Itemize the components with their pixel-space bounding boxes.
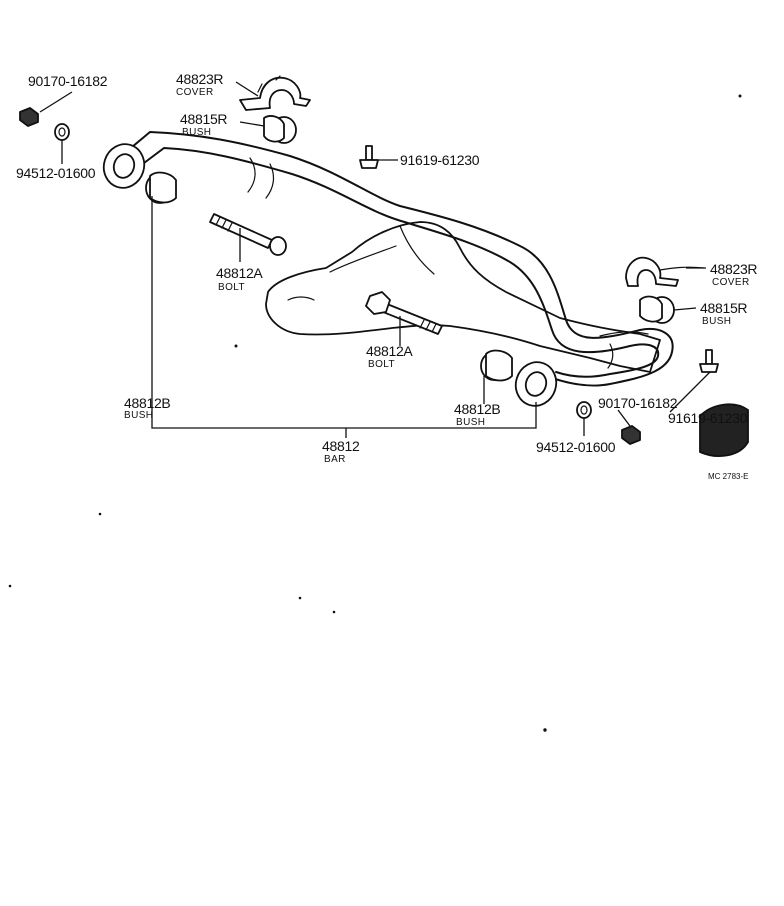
bolt-a-left-name: BOLT xyxy=(218,282,245,293)
cover-right-name: COVER xyxy=(712,277,750,288)
bush-top-part-number: 48815R xyxy=(180,111,227,127)
washer-left-part-number: 94512-01600 xyxy=(16,165,96,181)
cover-48823r-top xyxy=(239,75,311,111)
mounting-bracket-right xyxy=(699,403,749,457)
washer-94512-01600-left xyxy=(54,123,70,141)
cover-top-part-number: 48823R xyxy=(176,71,223,87)
diagram-code: MC 2783-E xyxy=(708,472,748,481)
washer-right-part-number: 94512-01600 xyxy=(536,439,616,455)
cover-48823r-right xyxy=(625,256,705,287)
cover-top-name: COVER xyxy=(176,87,214,98)
bush-b-left-part-number: 48812B xyxy=(124,395,170,411)
bolt-91619-61230-top xyxy=(359,145,379,169)
bush-48815r-top xyxy=(263,115,297,144)
bar-name: BAR xyxy=(324,454,346,465)
bolt-right-part-number: 91619-61230 xyxy=(668,410,748,426)
bush-right-name: BUSH xyxy=(702,316,731,327)
bolt-a-left-part-number: 48812A xyxy=(216,265,263,281)
bolt-48812a-left xyxy=(209,213,287,256)
bolt-top-part-number: 91619-61230 xyxy=(400,152,480,168)
nut-left-part-number: 90170-16182 xyxy=(28,73,108,89)
bush-48812b-left xyxy=(145,171,177,204)
nut-90170-16182-right xyxy=(621,425,641,445)
bar-part-number: 48812 xyxy=(322,438,360,454)
axle-housing xyxy=(265,221,661,373)
bolt-48812a-middle xyxy=(365,291,443,335)
washer-94512-01600-right xyxy=(576,401,592,419)
bolt-a-middle-name: BOLT xyxy=(368,359,395,370)
scan-specks xyxy=(8,94,742,732)
bush-top-name: BUSH xyxy=(182,127,211,138)
bush-right-part-number: 48815R xyxy=(700,300,747,316)
nut-right-part-number: 90170-16182 xyxy=(598,395,678,411)
bolt-a-middle-part-number: 48812A xyxy=(366,343,413,359)
bush-48812b-right xyxy=(480,349,513,382)
bush-b-right-name: BUSH xyxy=(456,417,485,428)
cover-right-part-number: 48823R xyxy=(710,261,757,277)
nut-90170-16182-left xyxy=(19,107,39,127)
bolt-91619-61230-right xyxy=(699,349,719,373)
bush-b-right-part-number: 48812B xyxy=(454,401,500,417)
stabilizer-bar-48812 xyxy=(102,131,674,407)
bush-48815r-right xyxy=(639,295,675,324)
bush-b-left-name: BUSH xyxy=(124,410,153,421)
leader-lines xyxy=(39,81,711,438)
